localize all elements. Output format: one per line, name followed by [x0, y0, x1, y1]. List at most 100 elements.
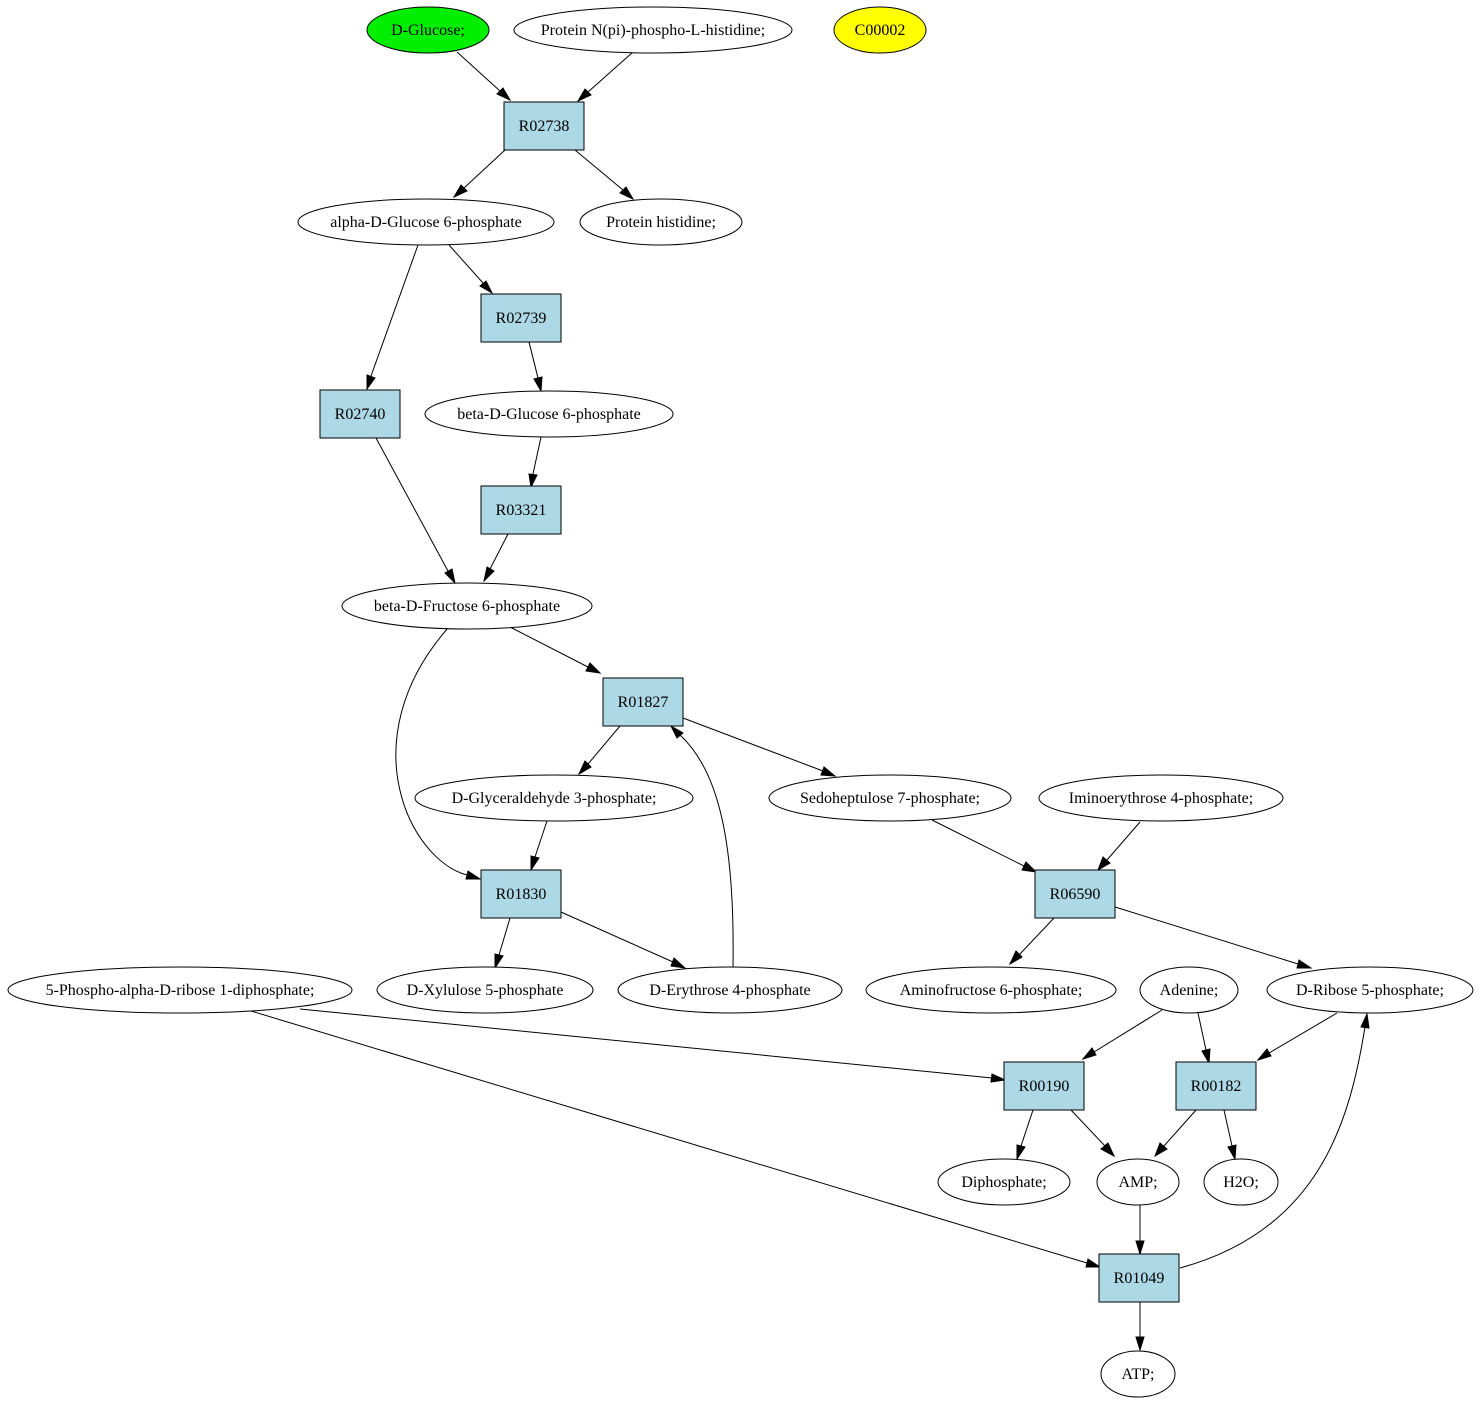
reaction-node-r02738[interactable]: R02738	[503, 101, 585, 151]
reaction-node-r02739[interactable]: R02739	[480, 293, 562, 343]
compound-label: AMP;	[1118, 1174, 1157, 1191]
compound-node-atp[interactable]: ATP;	[1100, 1350, 1176, 1398]
reaction-node-r03321[interactable]: R03321	[480, 485, 562, 535]
arrowhead-icon	[577, 760, 592, 776]
reaction-label: R01049	[1114, 1270, 1165, 1287]
compound-ellipse[interactable]	[341, 582, 593, 630]
compound-node-protein-phospho-histidine[interactable]: Protein N(pi)-phospho-L-histidine;	[513, 6, 793, 54]
edge-line	[1268, 1012, 1338, 1054]
compound-node-aminofructose-6p[interactable]: Aminofructose 6-phosphate;	[865, 966, 1117, 1014]
compound-node-prpp[interactable]: 5-Phospho-alpha-D-ribose 1-diphosphate;	[7, 966, 353, 1014]
compound-ellipse[interactable]	[7, 966, 353, 1014]
reaction-label: R02738	[519, 118, 570, 135]
edge-line	[299, 1008, 993, 1079]
compound-ellipse[interactable]	[1266, 966, 1474, 1014]
compound-node-c00002[interactable]: C00002	[833, 6, 927, 54]
compound-ellipse[interactable]	[1100, 1350, 1176, 1398]
arrowhead-icon	[1201, 1048, 1211, 1065]
edge-line	[534, 820, 548, 858]
compound-node-diphosphate[interactable]: Diphosphate;	[937, 1158, 1071, 1206]
compound-ellipse[interactable]	[424, 390, 674, 438]
compound-node-adenine[interactable]: Adenine;	[1139, 966, 1239, 1014]
compound-node-d-erythrose-4p[interactable]: D-Erythrose 4-phosphate	[617, 966, 843, 1014]
nodes-layer: D-Glucose; Protein N(pi)-phospho-L-histid…	[7, 6, 1474, 1398]
reaction-label: R02739	[496, 310, 547, 327]
compound-label: Iminoerythrose 4-phosphate;	[1069, 790, 1253, 807]
compound-ellipse[interactable]	[579, 198, 743, 246]
edge-line	[1093, 1009, 1163, 1053]
compound-label: D-Ribose 5-phosphate;	[1296, 982, 1444, 999]
edge-line	[1106, 821, 1141, 861]
edge-R06590-to-d-ribose-5p	[1114, 906, 1313, 969]
arrowhead-icon	[1100, 1142, 1116, 1158]
edge-prpp-to-R00190	[299, 1008, 1007, 1083]
reaction-box[interactable]	[1003, 1061, 1085, 1111]
reaction-label: R01827	[618, 694, 669, 711]
compound-node-beta-d-fructose-6p[interactable]: beta-D-Fructose 6-phosphate	[341, 582, 593, 630]
arrowhead-icon	[483, 566, 495, 583]
arrowhead-icon	[452, 184, 468, 199]
compound-ellipse[interactable]	[1203, 1158, 1279, 1206]
reaction-node-r00182[interactable]: R00182	[1175, 1061, 1257, 1111]
reaction-node-r01827[interactable]: R01827	[602, 677, 684, 727]
arrowhead-icon	[670, 957, 687, 969]
compound-node-h2o[interactable]: H2O;	[1203, 1158, 1279, 1206]
reaction-box[interactable]	[480, 293, 562, 343]
compound-ellipse[interactable]	[617, 966, 843, 1014]
compound-node-iminoerythrose-4p[interactable]: Iminoerythrose 4-phosphate;	[1038, 774, 1284, 822]
reaction-box[interactable]	[480, 869, 562, 919]
reaction-node-r01830[interactable]: R01830	[480, 869, 562, 919]
arrowhead-icon	[479, 280, 494, 295]
compound-node-d-glyceraldehyde-3p[interactable]: D-Glyceraldehyde 3-phosphate;	[414, 774, 694, 822]
arrowhead-icon	[1016, 1144, 1026, 1161]
compound-ellipse[interactable]	[865, 966, 1117, 1014]
compound-ellipse[interactable]	[414, 774, 694, 822]
compound-ellipse[interactable]	[513, 6, 793, 54]
reaction-node-r02740[interactable]: R02740	[319, 389, 401, 439]
compound-ellipse[interactable]	[937, 1158, 1071, 1206]
reaction-node-r01049[interactable]: R01049	[1098, 1253, 1180, 1303]
arrowhead-icon	[444, 568, 456, 585]
reaction-box[interactable]	[1098, 1253, 1180, 1303]
compound-ellipse[interactable]	[297, 198, 555, 246]
edge-line	[682, 717, 824, 772]
compound-label: Aminofructose 6-phosphate;	[900, 982, 1083, 999]
arrowhead-icon	[1081, 1047, 1097, 1060]
arrowhead-icon	[465, 870, 482, 880]
edge-R01830-to-d-erythrose-4p	[560, 911, 687, 969]
reaction-node-r00190[interactable]: R00190	[1003, 1061, 1085, 1111]
edge-R02739-to-beta-d-glucose-6p	[528, 341, 543, 393]
reaction-box[interactable]	[503, 101, 585, 151]
compound-node-d-xylulose-5p[interactable]: D-Xylulose 5-phosphate	[376, 966, 594, 1014]
compound-node-beta-d-glucose-6p[interactable]: beta-D-Glucose 6-phosphate	[424, 390, 674, 438]
reaction-box[interactable]	[602, 677, 684, 727]
edges-layer	[250, 51, 1370, 1352]
edge-line	[532, 436, 542, 475]
edge-protein-phospho-histidine-to-R02738	[576, 51, 634, 103]
arrowhead-icon	[1256, 1048, 1272, 1061]
arrowhead-icon	[1008, 950, 1023, 966]
compound-ellipse[interactable]	[833, 6, 927, 54]
compound-ellipse[interactable]	[376, 966, 594, 1014]
reaction-box[interactable]	[1175, 1061, 1257, 1111]
reaction-box[interactable]	[1034, 869, 1116, 919]
edge-beta-d-fructose-6p-to-R01830	[395, 627, 482, 880]
reaction-node-r06590[interactable]: R06590	[1034, 869, 1116, 919]
edge-line	[498, 917, 511, 956]
compound-node-amp[interactable]: AMP;	[1096, 1158, 1180, 1206]
edge-line	[1020, 1109, 1034, 1147]
compound-ellipse[interactable]	[1139, 966, 1239, 1014]
compound-ellipse[interactable]	[366, 6, 490, 54]
edge-R01049-to-d-ribose-5p	[1179, 1012, 1370, 1269]
arrowhead-icon	[1021, 861, 1038, 873]
reaction-box[interactable]	[480, 485, 562, 535]
compound-node-sedoheptulose-7p[interactable]: Sedoheptulose 7-phosphate;	[768, 774, 1012, 822]
compound-ellipse[interactable]	[768, 774, 1012, 822]
compound-node-alpha-d-glucose-6p[interactable]: alpha-D-Glucose 6-phosphate	[297, 198, 555, 246]
compound-ellipse[interactable]	[1038, 774, 1284, 822]
compound-ellipse[interactable]	[1096, 1158, 1180, 1206]
compound-node-d-ribose-5p[interactable]: D-Ribose 5-phosphate;	[1266, 966, 1474, 1014]
compound-node-d-glucose[interactable]: D-Glucose;	[366, 6, 490, 54]
compound-node-protein-histidine[interactable]: Protein histidine;	[579, 198, 743, 246]
reaction-box[interactable]	[319, 389, 401, 439]
